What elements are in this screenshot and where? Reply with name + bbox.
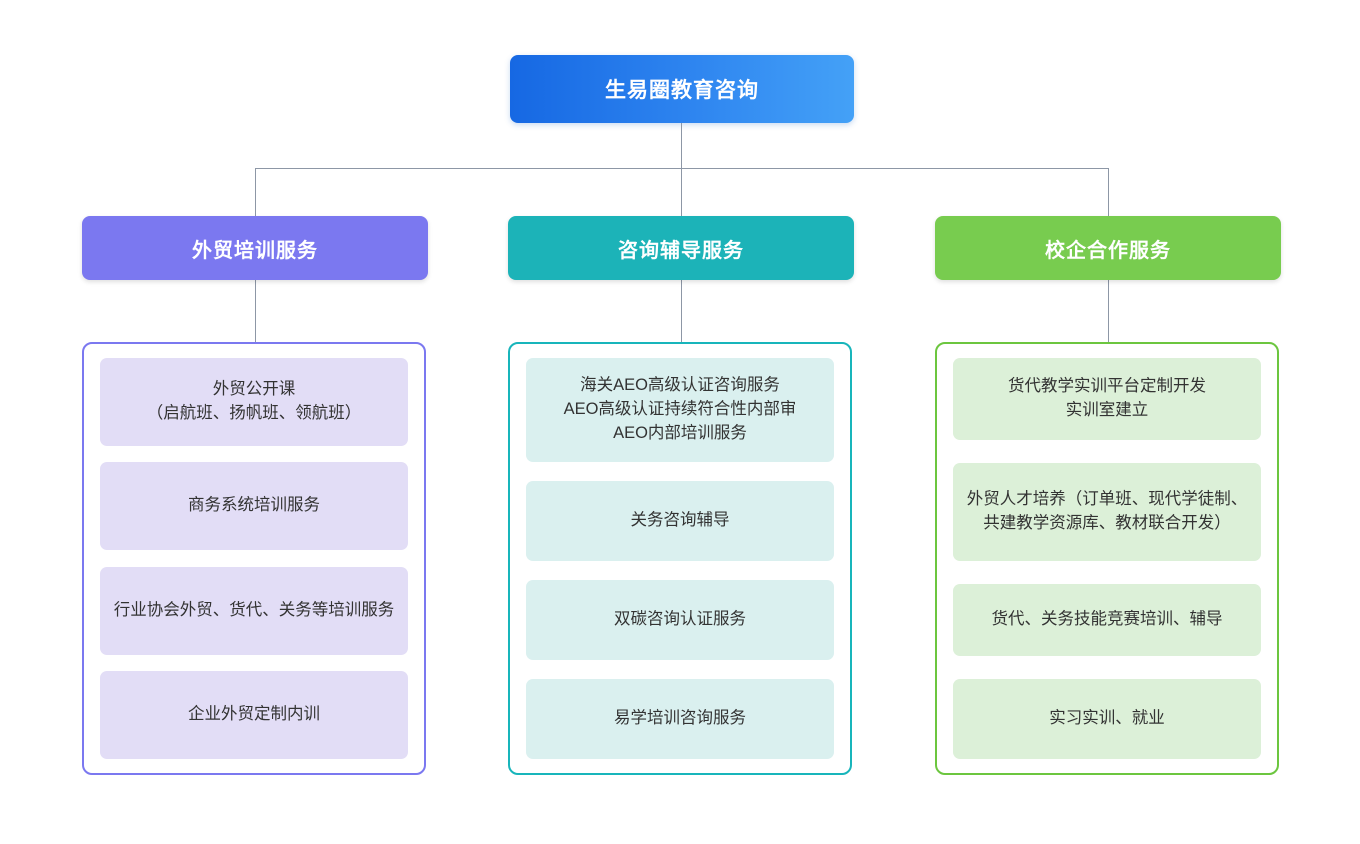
category-column-3: 校企合作服务 货代教学实训平台定制开发 实训室建立 外贸人才培养（订单班、现代学… [935, 216, 1281, 775]
connector-group-category-3 [1108, 280, 1109, 342]
service-item-card[interactable]: 商务系统培训服务 [100, 462, 408, 551]
category-column-2: 咨询辅导服务 海关AEO高级认证咨询服务 AEO高级认证持续符合性内部审 AEO… [508, 216, 854, 775]
root-node[interactable]: 生易圈教育咨询 [510, 55, 854, 123]
category-group-box-1: 外贸公开课 （启航班、扬帆班、领航班） 商务系统培训服务 行业协会外贸、货代、关… [82, 342, 426, 775]
category-header-2-label: 咨询辅导服务 [618, 239, 744, 262]
service-item-card[interactable]: 外贸人才培养（订单班、现代学徒制、共建教学资源库、教材联合开发） [953, 463, 1261, 561]
service-item-card[interactable]: 外贸公开课 （启航班、扬帆班、领航班） [100, 358, 408, 446]
category-group-box-3: 货代教学实训平台定制开发 实训室建立 外贸人才培养（订单班、现代学徒制、共建教学… [935, 342, 1279, 775]
connector-group-category-2 [681, 280, 682, 342]
connector-root-stem [681, 123, 682, 168]
service-item-card[interactable]: 行业协会外贸、货代、关务等培训服务 [100, 566, 408, 655]
service-item-card[interactable]: 货代教学实训平台定制开发 实训室建立 [953, 358, 1261, 440]
service-item-card[interactable]: 实习实训、就业 [953, 679, 1261, 759]
category-header-1-label: 外贸培训服务 [192, 239, 318, 262]
connector-group-category-1 [255, 280, 256, 342]
service-item-card[interactable]: 海关AEO高级认证咨询服务 AEO高级认证持续符合性内部审 AEO内部培训服务 [526, 358, 834, 462]
connector-drop-category-1 [255, 168, 256, 216]
service-item-card[interactable]: 货代、关务技能竞赛培训、辅导 [953, 584, 1261, 656]
service-item-card[interactable]: 双碳咨询认证服务 [526, 580, 834, 660]
service-item-card[interactable]: 关务咨询辅导 [526, 481, 834, 561]
root-node-label: 生易圈教育咨询 [605, 79, 759, 102]
category-header-3[interactable]: 校企合作服务 [935, 216, 1281, 280]
category-group-box-2: 海关AEO高级认证咨询服务 AEO高级认证持续符合性内部审 AEO内部培训服务 … [508, 342, 852, 775]
connector-drop-category-3 [1108, 168, 1109, 216]
category-header-3-label: 校企合作服务 [1045, 239, 1171, 262]
service-item-card[interactable]: 企业外贸定制内训 [100, 670, 408, 759]
service-item-card[interactable]: 易学培训咨询服务 [526, 679, 834, 759]
connector-drop-category-2 [681, 168, 682, 216]
category-header-1[interactable]: 外贸培训服务 [82, 216, 428, 280]
category-header-2[interactable]: 咨询辅导服务 [508, 216, 854, 280]
category-column-1: 外贸培训服务 外贸公开课 （启航班、扬帆班、领航班） 商务系统培训服务 行业协会… [82, 216, 428, 775]
